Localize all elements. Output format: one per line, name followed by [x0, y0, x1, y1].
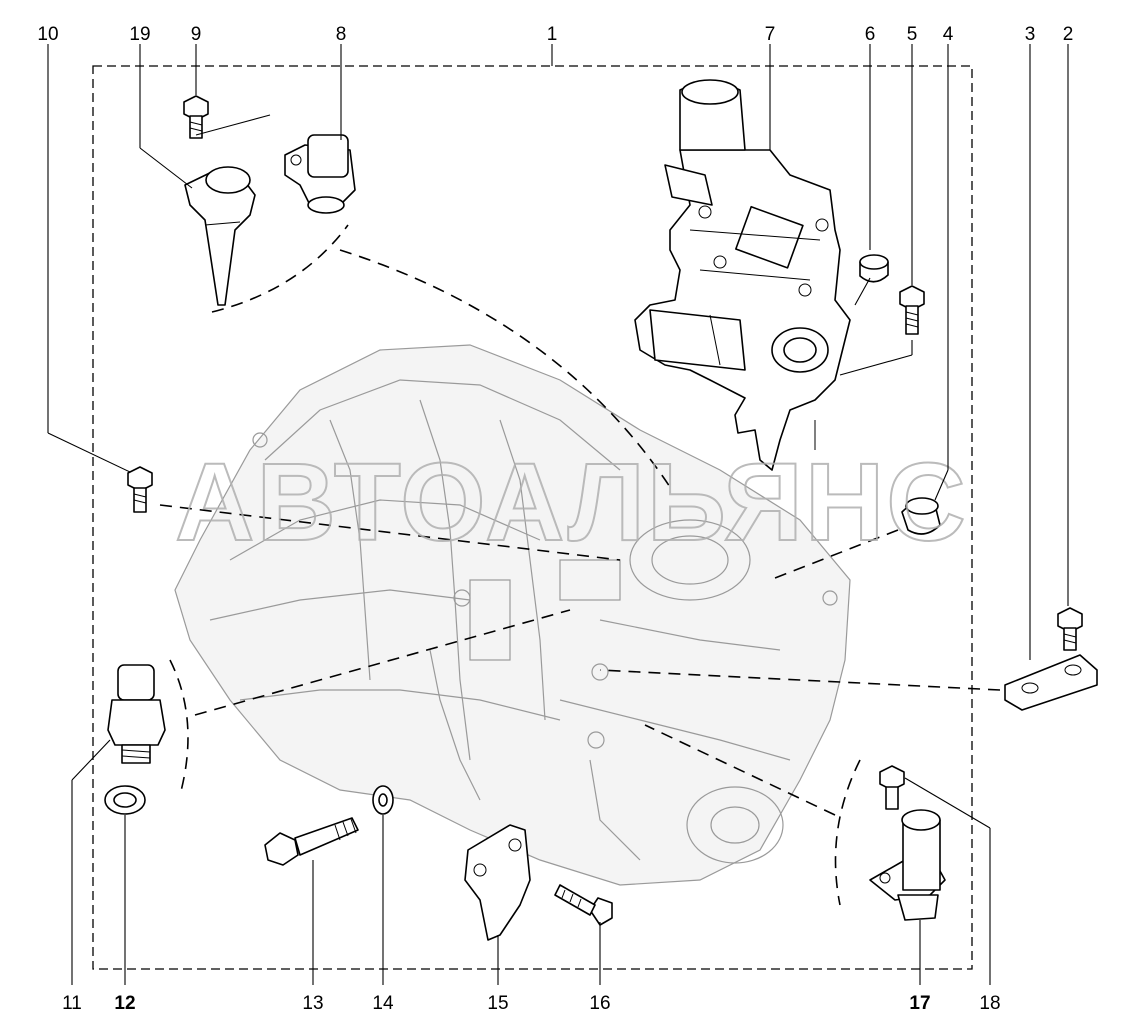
- part-8-sensor: [284, 134, 356, 214]
- part-12-washer: [104, 785, 146, 815]
- part-3-plate: [1004, 654, 1098, 711]
- part-6-plug: [859, 254, 889, 283]
- part-11-pressure-switch: [107, 664, 166, 764]
- callout-16: 16: [589, 993, 610, 1014]
- callout-14: 14: [372, 993, 394, 1014]
- callout-7: 7: [765, 24, 776, 45]
- callout-17: 17: [909, 993, 930, 1014]
- callout-5: 5: [907, 24, 918, 45]
- callout-19: 19: [129, 24, 150, 45]
- part-16-bolt: [554, 884, 613, 926]
- gearbox-housing: [174, 344, 851, 886]
- part-4-plug: [901, 497, 941, 535]
- callout-13: 13: [302, 993, 323, 1014]
- part-13-long-bolt: [264, 817, 359, 866]
- callout-12: 12: [114, 993, 135, 1014]
- assembly-paths: [159, 114, 1001, 906]
- callout-11: 11: [62, 993, 82, 1014]
- part-17-speed-sensor: [869, 809, 946, 921]
- callout-9: 9: [191, 24, 202, 45]
- leader-lines: [47, 44, 1069, 985]
- callout-8: 8: [336, 24, 347, 45]
- callout-10: 10: [37, 24, 58, 45]
- assembly-frame: [92, 65, 973, 970]
- part-15-bracket: [464, 824, 531, 941]
- watermark-text: АВТОАЛЬЯНС: [175, 441, 968, 564]
- callout-1: 1: [547, 24, 558, 45]
- callout-4: 4: [943, 24, 954, 45]
- part-10-bolt: [127, 466, 153, 513]
- callout-6: 6: [865, 24, 876, 45]
- callout-18: 18: [979, 993, 1000, 1014]
- part-5-bolt: [899, 285, 925, 335]
- callout-2: 2: [1063, 24, 1074, 45]
- part-2-bolt: [1057, 607, 1083, 651]
- part-14-washer: [372, 785, 394, 815]
- part-9-bolt: [183, 95, 209, 139]
- part-7-actuator-module: [634, 79, 851, 471]
- callout-numbers: 10 19 9 8 1 7 6 5 4 3 2 11 12 13 14 15 1…: [37, 24, 1073, 1014]
- part-19-sensor: [184, 166, 256, 306]
- part-18-bolt: [879, 765, 905, 810]
- callout-15: 15: [487, 993, 508, 1014]
- callout-3: 3: [1025, 24, 1036, 45]
